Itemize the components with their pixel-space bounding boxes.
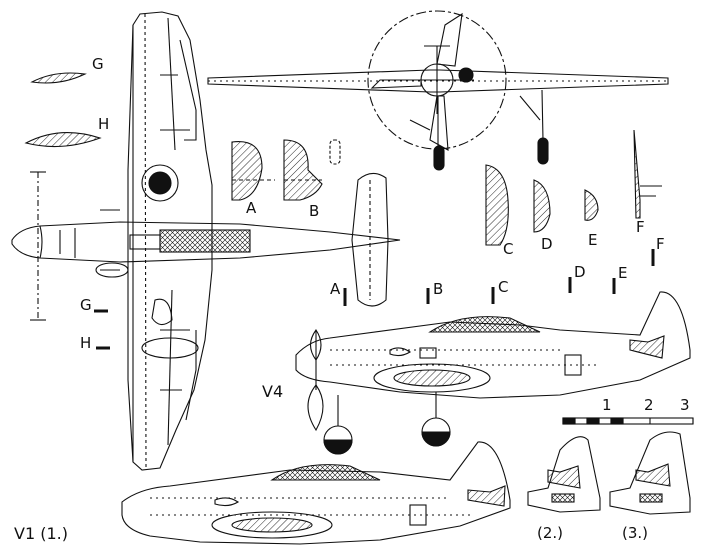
section-label-d: D <box>541 235 553 253</box>
scale-number-3: 3 <box>680 396 690 414</box>
station-markers <box>94 249 655 350</box>
plan-fuselage <box>11 221 401 263</box>
station-label-d: D <box>574 263 586 281</box>
front-view <box>207 10 669 171</box>
station-label-h: H <box>80 334 92 352</box>
scale-bar <box>562 417 694 425</box>
station-label-c: C <box>498 278 509 296</box>
section-label-c: C <box>503 240 514 258</box>
tail-variant-label-3: (3.) <box>622 524 649 542</box>
tail-variants <box>527 431 691 515</box>
plan-wing-outline <box>127 11 213 471</box>
cross-sections <box>231 129 662 246</box>
section-label-f: F <box>636 218 645 236</box>
station-label-e: E <box>618 264 628 282</box>
scale-number-1: 1 <box>602 396 612 414</box>
section-label-h-top: H <box>98 115 110 133</box>
tail-variant-label-2: (2.) <box>537 524 564 542</box>
plan-view <box>11 11 401 471</box>
scale-number-2: 2 <box>644 396 654 414</box>
variant-label-v1: V1 (1.) <box>14 524 68 543</box>
variant-label-v4: V4 <box>262 382 284 401</box>
section-label-e: E <box>588 231 598 249</box>
station-label-a: A <box>330 280 341 298</box>
side-view-v4 <box>295 291 691 455</box>
station-label-f: F <box>656 235 665 253</box>
side-view-v1 <box>121 441 511 545</box>
plan-tailplane <box>351 172 389 307</box>
airfoil-sections <box>24 72 102 148</box>
station-label-g: G <box>80 296 92 314</box>
section-label-b: B <box>309 202 320 220</box>
section-label-a: A <box>246 199 257 217</box>
section-label-g-top: G <box>92 55 104 73</box>
station-label-b: B <box>433 280 444 298</box>
